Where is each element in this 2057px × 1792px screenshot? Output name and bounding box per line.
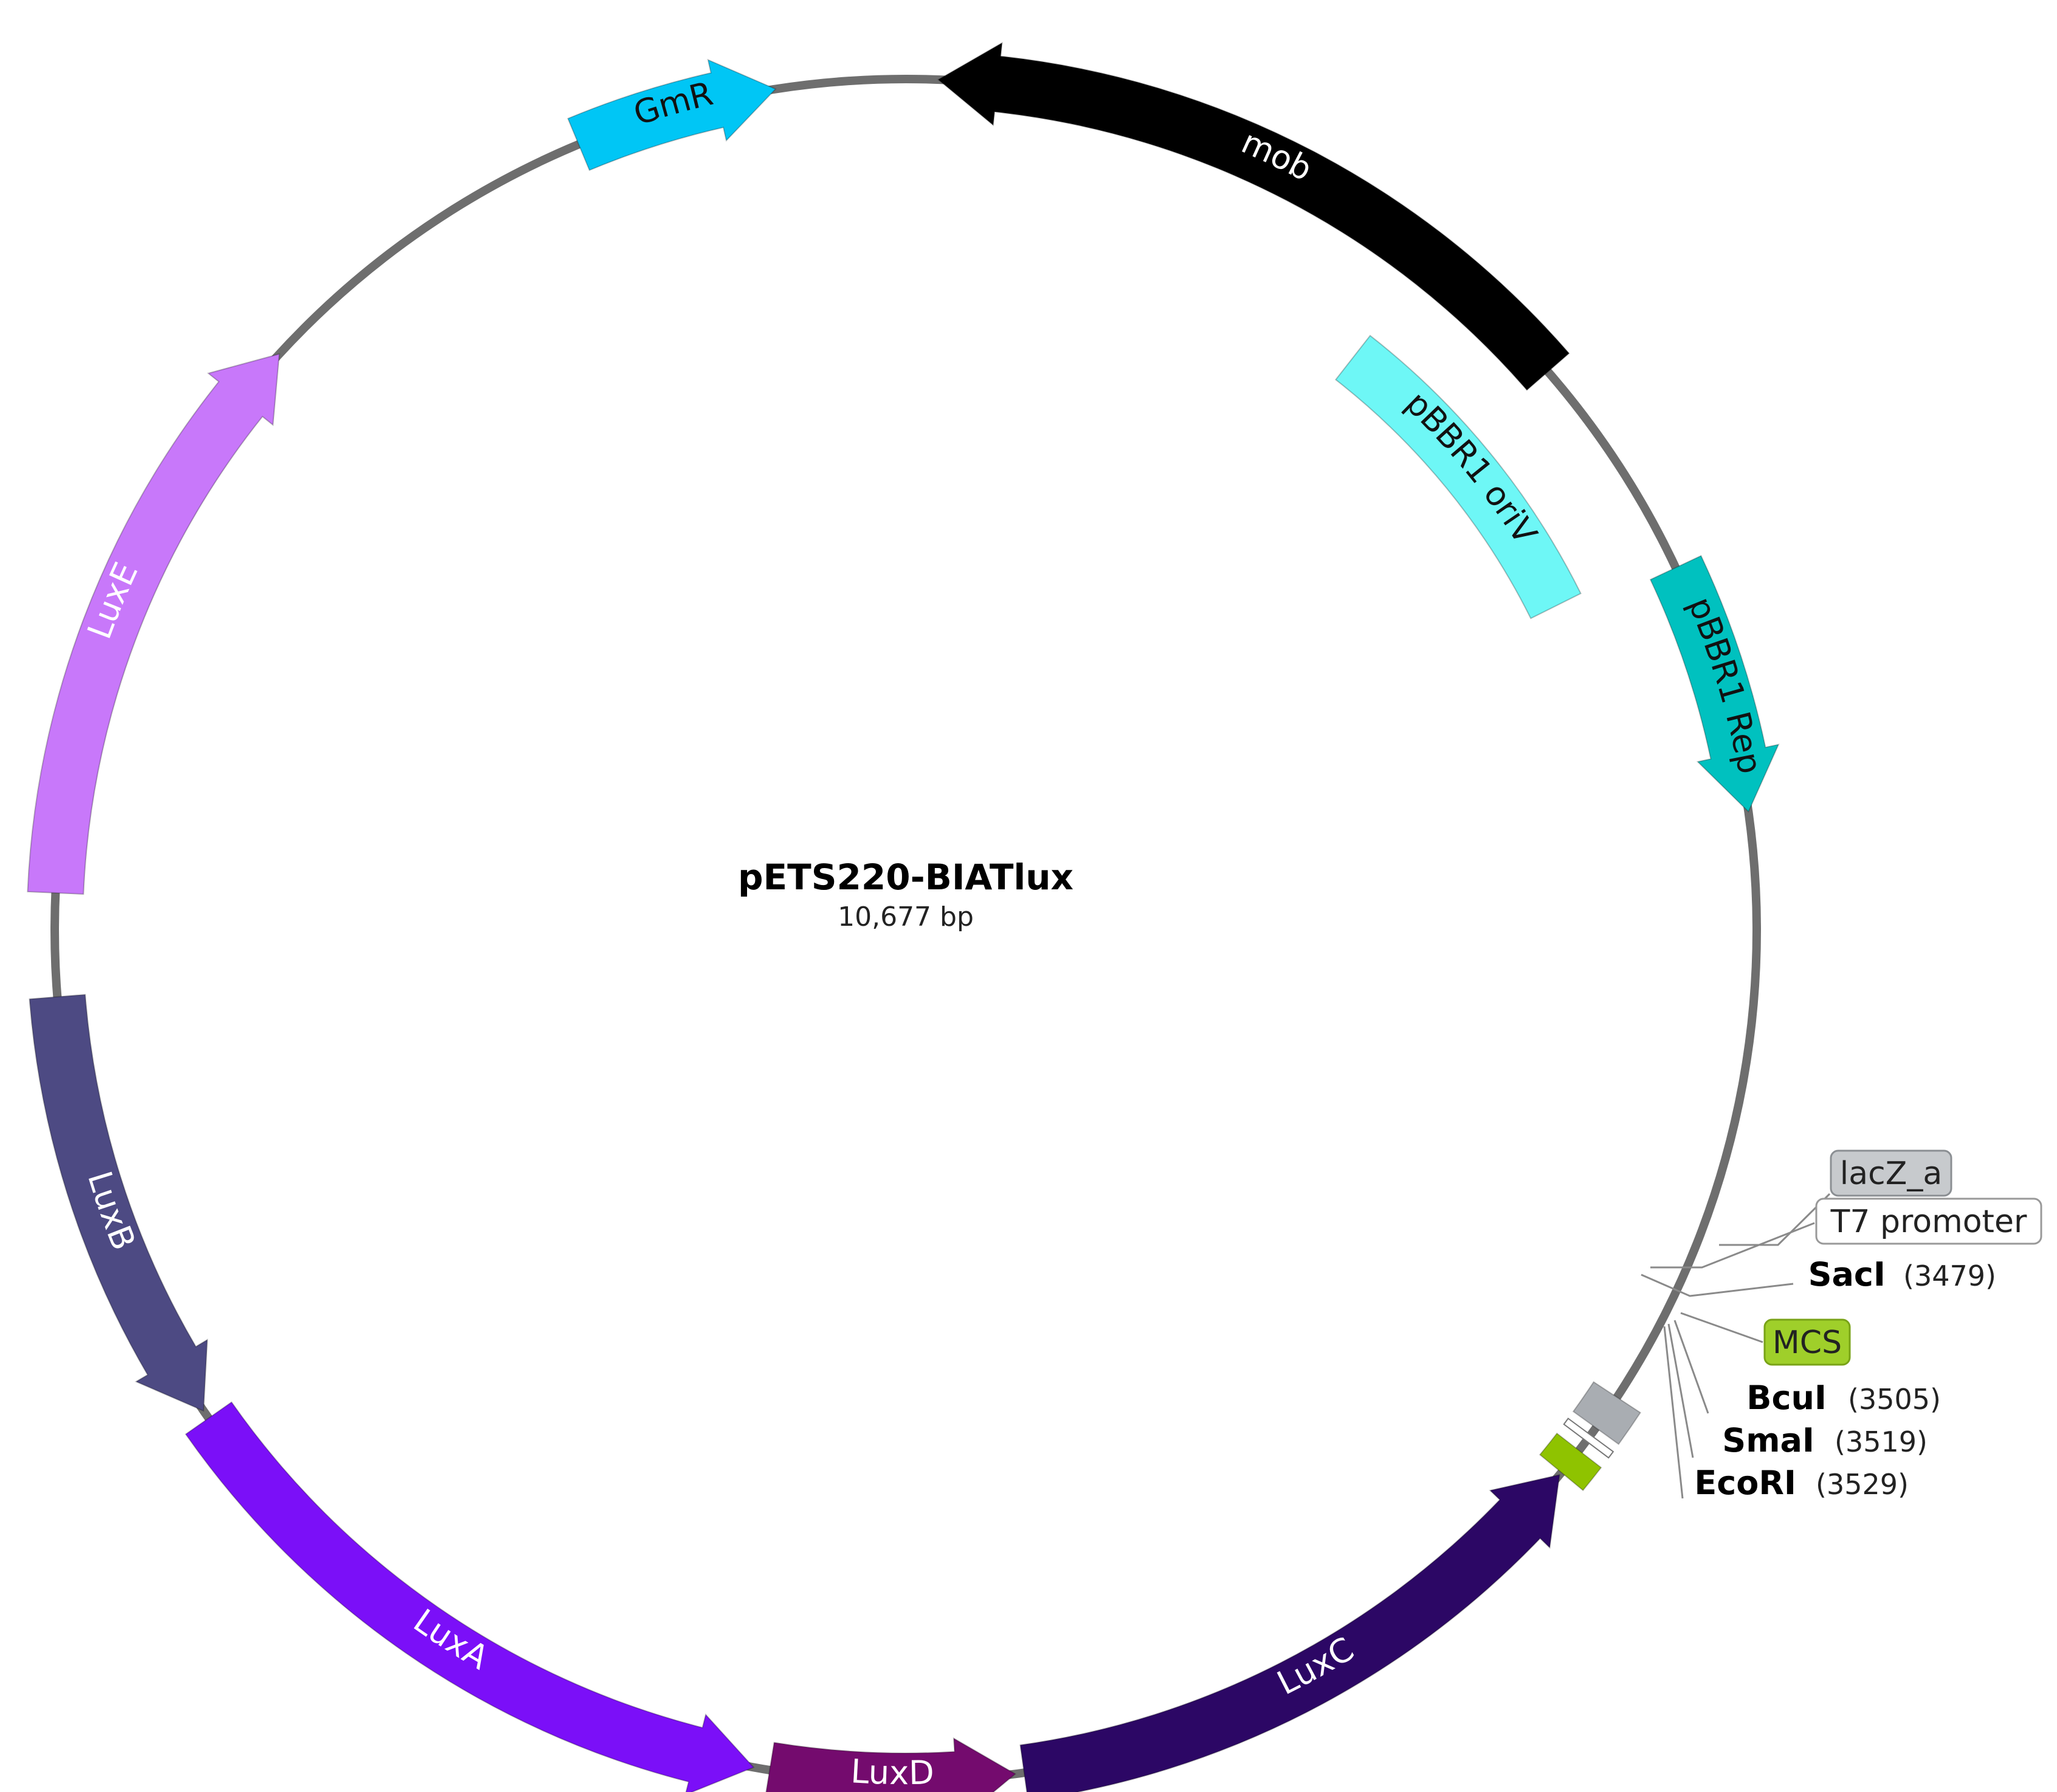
t7-promoter-callout-box[interactable]: [1815, 1198, 2042, 1245]
mcs-callout-box[interactable]: [1763, 1318, 1851, 1366]
leader-bcui: [1673, 1320, 1709, 1414]
feature-gmr-arrow[interactable]: [567, 58, 777, 171]
leader-lacz: [1719, 1193, 1831, 1246]
t7-promoter-callout-text: T7 promoter: [1830, 1204, 2027, 1240]
plasmid-name: pETS220-BIATlux: [738, 856, 1073, 898]
feature-pbbr1-rep-arrow[interactable]: [1649, 554, 1780, 813]
lacz-callout-text: lacZ_a: [1840, 1156, 1942, 1192]
feature-luxa-arrow[interactable]: [185, 1401, 755, 1792]
feature-pbbr1-oriv-label: pBBR1 oriV: [1399, 384, 1545, 551]
leader-t7: [1650, 1222, 1815, 1269]
feature-lacz-block[interactable]: [1572, 1381, 1641, 1446]
site-saci-name: SacI: [1808, 1255, 1886, 1294]
site-saci-position: (3479): [1903, 1260, 1996, 1292]
leader-mcs: [1680, 1312, 1763, 1343]
feature-luxd-label: LuxD: [850, 1752, 934, 1792]
site-smai-position: (3519): [1835, 1425, 1928, 1458]
site-bcui-name: BcuI: [1746, 1379, 1827, 1417]
site-bcui-position: (3505): [1848, 1383, 1941, 1416]
site-ecori-position: (3529): [1816, 1468, 1909, 1501]
leader-smai: [1667, 1323, 1694, 1458]
feature-luxe-arrow[interactable]: [27, 353, 280, 895]
leader-ecori: [1663, 1326, 1684, 1499]
feature-luxd-arrow[interactable]: [765, 1737, 1017, 1792]
feature-t7-promoter-mark[interactable]: [1563, 1418, 1614, 1459]
site-smai-name: SmaI: [1722, 1421, 1814, 1459]
leader-saci: [1641, 1273, 1794, 1297]
callout-leader-lines: [1641, 1193, 1831, 1499]
feature-luxb-arrow[interactable]: [29, 994, 208, 1412]
lacz-callout-box[interactable]: [1830, 1149, 1952, 1197]
feature-luxc-arrow[interactable]: [1019, 1473, 1560, 1792]
feature-pbbr1-oriv-bar[interactable]: [1334, 334, 1582, 619]
plasmid-size: 10,677 bp: [838, 901, 974, 932]
feature-mcs-block[interactable]: [1538, 1432, 1602, 1492]
mcs-callout-text: MCS: [1773, 1325, 1842, 1361]
feature-mob-arrow[interactable]: [937, 41, 1570, 391]
site-ecori-name: EcoRI: [1694, 1464, 1796, 1502]
